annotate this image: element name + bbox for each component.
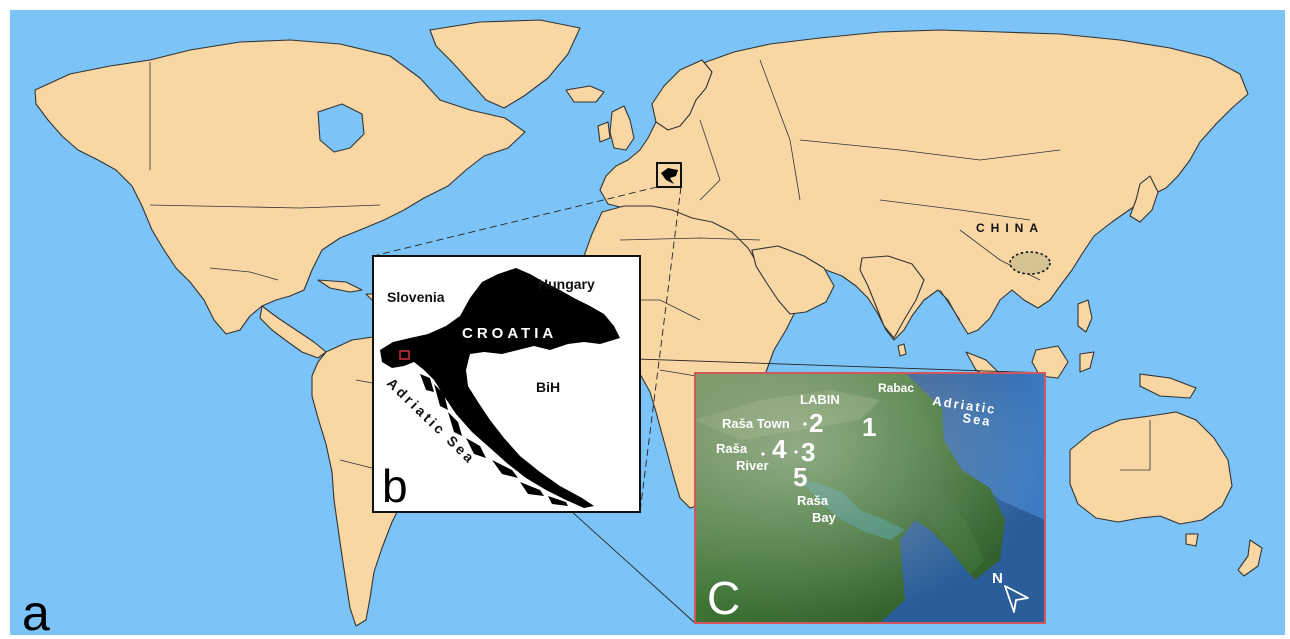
study-area-marker — [399, 350, 410, 360]
ireland — [597, 121, 611, 143]
labin-label: LABIN — [800, 392, 840, 407]
central-america — [259, 305, 327, 359]
scandinavia — [651, 59, 713, 131]
sulawesi — [1079, 351, 1095, 373]
new-guinea — [1139, 373, 1197, 399]
rabac-label: Rabac — [878, 381, 914, 395]
connector-line-b-top — [372, 186, 658, 257]
panel-c-letter: C — [707, 572, 740, 624]
borneo — [1031, 345, 1069, 379]
cuba — [317, 279, 363, 293]
greenland — [429, 19, 581, 109]
rasa-river-label-line1: Raša — [716, 441, 748, 456]
satellite-inset-frame — [694, 372, 1046, 624]
china-label: CHINA — [976, 221, 1044, 235]
rasa-river-label-line2: River — [736, 458, 769, 473]
iceland — [565, 85, 605, 103]
site-3: 3 — [801, 437, 815, 467]
world-map: CHINA a — [10, 10, 1285, 639]
croatia-mini-silhouette — [661, 168, 678, 184]
rasa-bay-label-line1: Raša — [797, 493, 829, 508]
india — [859, 255, 925, 339]
site-2: 2 — [809, 408, 823, 438]
new-zealand — [1237, 539, 1263, 577]
haze — [695, 373, 1045, 623]
croatia-inset: Slovenia Hungary CROATIA BiH Adriatic Se… — [372, 255, 641, 513]
sri-lanka — [897, 343, 907, 357]
site-dot — [794, 450, 798, 454]
adriatic-sea-c-line2: Sea — [962, 410, 993, 429]
philippines — [1077, 299, 1093, 333]
rasa-bay-label-line2: Bay — [812, 510, 837, 525]
croatia-locator-box — [656, 162, 682, 188]
bih-label: BiH — [536, 379, 560, 395]
hungary-label: Hungary — [538, 276, 595, 292]
site-5: 5 — [793, 462, 807, 492]
panel-b-letter: b — [382, 460, 408, 512]
north-arrow-icon — [1004, 585, 1029, 613]
croatian-islands — [420, 374, 568, 506]
rasa-town-label: Raša Town — [722, 416, 790, 431]
site-dot — [761, 452, 765, 456]
slovenia-label: Slovenia — [387, 289, 445, 305]
site-4: 4 — [772, 434, 787, 464]
site-dot — [803, 422, 807, 426]
great-britain — [609, 105, 635, 151]
tasmania — [1185, 533, 1199, 547]
croatia-label: CROATIA — [462, 325, 557, 342]
north-label: N — [992, 570, 1003, 587]
north-america — [34, 39, 526, 335]
japan — [1129, 175, 1159, 223]
arabia — [751, 245, 835, 315]
australia — [1069, 411, 1233, 525]
croatia-silhouette — [380, 268, 620, 508]
satellite-inset: LABIN Rabac Adriatic Sea Raša Town Raša … — [694, 372, 1046, 624]
panel-a-letter: a — [22, 585, 50, 639]
hudson-bay — [317, 103, 365, 153]
china-study-region — [1009, 251, 1051, 275]
site-1: 1 — [862, 412, 876, 442]
